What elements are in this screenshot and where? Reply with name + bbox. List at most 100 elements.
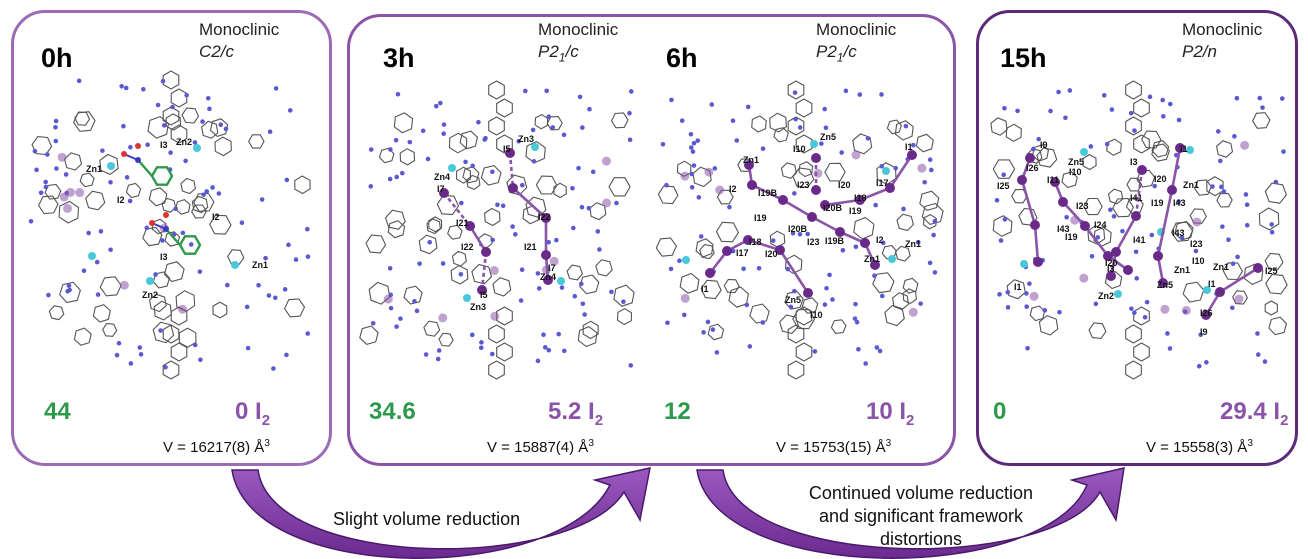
iodine-bond [778,249,810,294]
nitrogen-atom [266,293,272,298]
zinc-atom [1020,260,1028,268]
arrow-15h [696,467,1125,559]
framework-ring [450,264,469,285]
nitrogen-atom [388,305,394,311]
framework-ring [180,177,197,195]
space-group-3h: P21/c [538,42,579,65]
iodine-bond [1134,169,1144,217]
atom-label: I20B [823,203,843,213]
nitrogen-atom [201,192,206,197]
nitrogen-atom [423,352,429,357]
framework-ring [436,194,460,216]
iodide-atom [119,280,129,290]
guest-molecule-bottom-bond [165,228,181,246]
nitrogen-atom [170,104,175,110]
atom-label: I9 [1040,140,1048,150]
nitrogen-atom [284,352,289,358]
nitrogen-atom [627,137,633,143]
atom-label: I7 [437,184,445,194]
atom-label: I2 [117,195,125,205]
guest-molecule-bottom-oxygen [163,212,169,218]
atom-label: Zn1 [1183,180,1199,190]
atom-label: I22 [461,242,474,252]
nitrogen-atom [770,238,776,243]
iodine-bond [782,198,813,219]
iodine-atom [1253,263,1263,273]
nitrogen-atom [160,78,166,84]
zinc-atom [1203,286,1211,294]
atom-label: I1 [1180,144,1188,154]
nitrogen-atom [153,272,158,277]
iodine-atom [860,238,870,248]
framework-ring [428,216,443,233]
atom-label: Zn5 [785,295,801,305]
nitrogen-atom [727,204,732,210]
guest-molecule-bottom-oxygen [149,220,155,226]
atom-label: Zn5 [1068,157,1084,167]
framework-ring [1125,324,1142,344]
iodide-atom [680,293,690,303]
framework-ring [164,231,181,247]
nitrogen-atom [790,230,796,236]
framework-ring [617,307,633,326]
nitrogen-atom [441,131,446,136]
nitrogen-atom [393,137,399,143]
nitrogen-atom [822,106,827,112]
nitrogen-atom [412,298,417,304]
iodine-atom [775,245,785,255]
nitrogen-atom [1226,237,1231,243]
nitrogen-atom [1230,305,1235,311]
iodine-atom [477,285,487,295]
atom-label: I25 [997,181,1010,191]
framework-ring [456,166,471,184]
nitrogen-atom [197,269,203,274]
atom-label: I10 [1069,167,1082,177]
framework-ring [1029,305,1046,322]
atom-label: I23 [807,237,820,247]
framework-ring [162,70,180,90]
nitrogen-atom [824,285,829,291]
framework-ring [1216,192,1233,208]
iodine-bond [811,215,841,234]
arrow-label-1: Slight volume reduction [333,509,521,529]
atom-label: I21 [524,242,537,252]
framework-ring [209,118,229,138]
iodine-bond [442,192,472,227]
zinc-atom [888,255,896,263]
nitrogen-atom [273,86,279,91]
nitrogen-atom [67,287,72,293]
framework-ring [894,120,914,141]
nitrogen-atom [873,202,878,208]
iodine-atom [807,212,817,222]
framework-ring [496,98,513,118]
guest-molecule-top-bond [137,159,153,177]
framework-ring [787,324,805,344]
nitrogen-atom [387,176,393,182]
nitrogen-atom [114,352,120,358]
nitrogen-atom [500,203,506,209]
nitrogen-atom [512,232,518,237]
atom-label: I5 [480,290,488,300]
nitrogen-atom [286,242,291,248]
framework-ring [403,285,423,305]
atom-label: I22 [538,212,551,222]
nitrogen-atom [273,295,278,301]
framework-ring [679,272,700,294]
nitrogen-atom [192,140,198,145]
nitrogen-atom [1005,289,1011,295]
nitrogen-atom [1160,97,1165,103]
nitrogen-atom [792,191,797,196]
nitrogen-atom [1101,93,1107,98]
nitrogen-atom [911,142,916,148]
nitrogen-atom [516,138,521,144]
nitrogen-atom [94,259,100,265]
nitrogen-atom [571,225,576,231]
nitrogen-atom [168,150,173,155]
nitrogen-atom [1002,105,1007,111]
nitrogen-atom [689,185,695,190]
nitrogen-atom [550,125,556,130]
iodine-atom [1167,185,1177,195]
volume-6h: V = 15753(15) Å3 [776,438,892,456]
nitrogen-atom [695,138,701,143]
nitrogen-atom [586,205,592,211]
